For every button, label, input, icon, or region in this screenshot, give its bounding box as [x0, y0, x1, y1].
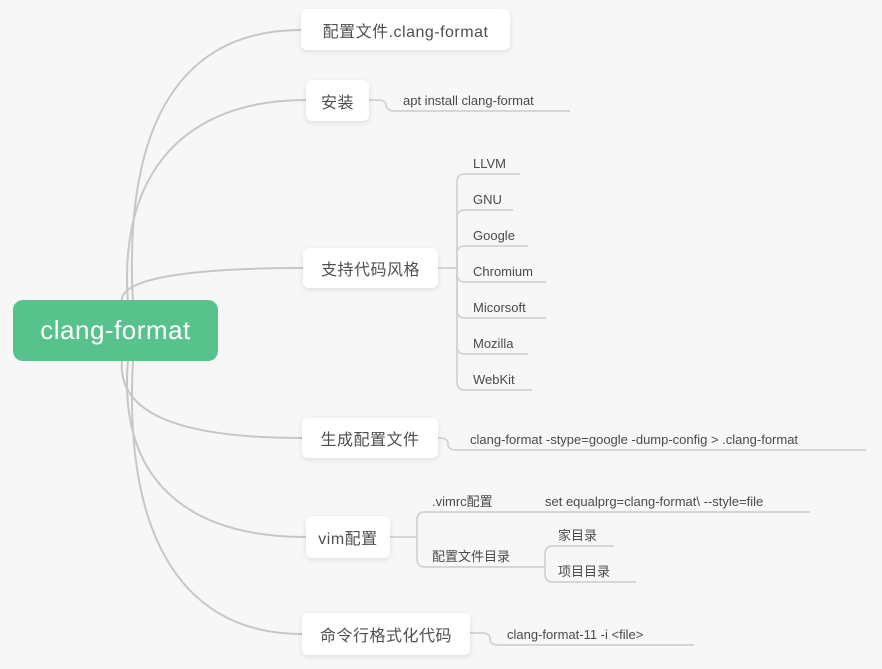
- node-equalprg-cmd[interactable]: set equalprg=clang-format\ --style=file: [545, 494, 764, 509]
- node-config-file[interactable]: 配置文件.clang-format: [301, 9, 510, 50]
- node-vimrc-config[interactable]: .vimrc配置: [432, 494, 493, 509]
- node-style-gnu[interactable]: GNU: [473, 192, 502, 207]
- node-vim-config[interactable]: vim配置: [306, 516, 390, 558]
- node-style-microsoft[interactable]: Micorsoft: [473, 300, 526, 315]
- node-install[interactable]: 安装: [306, 80, 369, 121]
- node-cli-format[interactable]: 命令行格式化代码: [302, 613, 470, 655]
- node-style-google[interactable]: Google: [473, 228, 515, 243]
- node-style-chromium[interactable]: Chromium: [473, 264, 533, 279]
- node-apt-install-cmd[interactable]: apt install clang-format: [403, 93, 534, 108]
- node-supported-styles[interactable]: 支持代码风格: [303, 248, 438, 288]
- node-config-dir[interactable]: 配置文件目录: [432, 549, 511, 564]
- node-format-file-cmd[interactable]: clang-format-11 -i <file>: [507, 627, 644, 642]
- node-style-webkit[interactable]: WebKit: [473, 372, 515, 387]
- node-generate-config[interactable]: 生成配置文件: [302, 418, 438, 458]
- node-style-mozilla[interactable]: Mozilla: [473, 336, 514, 351]
- node-home-dir[interactable]: 家目录: [558, 528, 598, 543]
- node-dump-config-cmd[interactable]: clang-format -stype=google -dump-config …: [470, 432, 799, 447]
- node-project-dir[interactable]: 项目目录: [558, 564, 611, 579]
- node-style-llvm[interactable]: LLVM: [473, 156, 506, 171]
- root-node-clang-format[interactable]: clang-format: [13, 300, 218, 361]
